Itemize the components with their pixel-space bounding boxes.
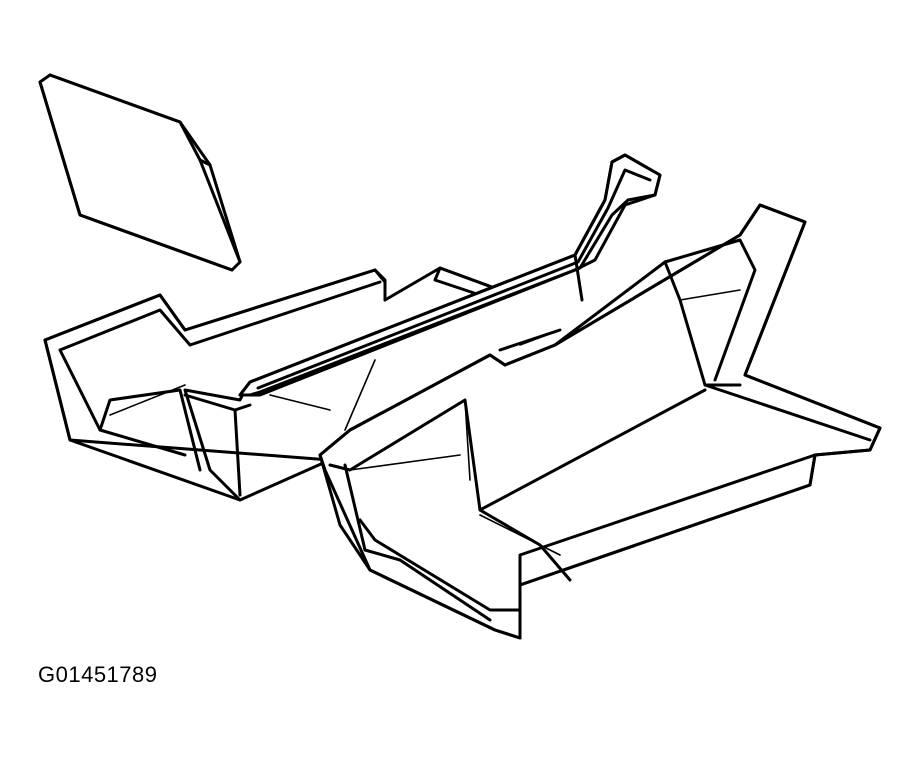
figure-id-label: G01451789 — [38, 662, 158, 687]
rear-tray-part — [43, 266, 502, 502]
flat-panel-part — [38, 73, 242, 272]
front-tray-part — [318, 203, 882, 640]
trim-strip-part — [238, 153, 662, 397]
